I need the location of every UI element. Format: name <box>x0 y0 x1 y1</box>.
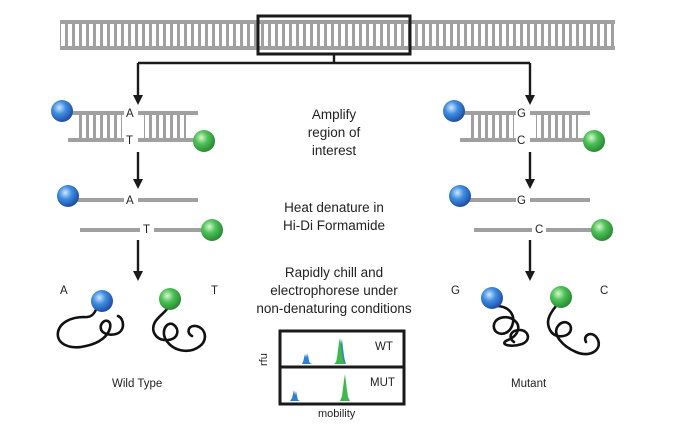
gel-y-axis-label: rfu <box>258 353 270 366</box>
blue-dye-icon <box>91 290 113 312</box>
green-dye-icon <box>550 286 572 308</box>
branch-arrows <box>133 54 535 105</box>
mut-bottom-base: C <box>517 135 526 147</box>
blue-dye-icon <box>57 185 79 207</box>
wt-green-peak <box>334 338 346 364</box>
mut-blue-peak <box>290 390 300 401</box>
green-dye-icon <box>583 130 605 152</box>
blue-dye-icon <box>51 100 73 122</box>
mut-green-peak <box>340 374 350 401</box>
mutant-label: Mutant <box>511 378 547 390</box>
green-dye-icon <box>159 288 181 310</box>
wt-top-base: A <box>60 285 68 297</box>
green-dye-icon <box>193 130 215 152</box>
wt-bottom-base: T <box>126 135 134 147</box>
genomic-dna <box>60 20 615 50</box>
wt-bottom-base: T <box>211 285 219 297</box>
step-denature-label: Heat denature in Hi-Di Formamide <box>282 200 385 233</box>
mut-conformers <box>492 304 601 356</box>
wt-single-strands <box>57 185 223 241</box>
blue-dye-icon <box>481 287 503 309</box>
gel-row-mut-label: MUT <box>370 377 395 389</box>
electropherogram-panel <box>278 329 406 406</box>
mut-top-base: G <box>451 285 460 297</box>
wt-blue-peak <box>302 353 311 364</box>
wt-top-base: A <box>126 195 134 207</box>
green-dye-icon <box>591 219 613 241</box>
step-electrophorese-label: Rapidly chill and electrophorese under n… <box>256 265 412 316</box>
step-amplify-label: Amplify region of interest <box>307 107 361 158</box>
mut-top-base: G <box>517 195 526 207</box>
mut-single-strands <box>449 185 613 241</box>
mut-top-base: G <box>517 108 526 120</box>
gel-row-wt-label: WT <box>375 341 393 353</box>
blue-dye-icon <box>449 185 471 207</box>
wt-conformers <box>56 300 207 353</box>
wt-top-base: A <box>126 108 134 120</box>
mut-bottom-base: C <box>600 285 609 297</box>
wild-type-label: Wild Type <box>112 378 163 390</box>
gel-x-axis-label: mobility <box>318 408 356 420</box>
wt-amplicon <box>51 100 215 152</box>
wt-bottom-base: T <box>143 224 151 236</box>
green-dye-icon <box>201 219 223 241</box>
mut-amplicon <box>443 100 605 152</box>
mut-bottom-base: C <box>535 224 544 236</box>
blue-dye-icon <box>443 100 465 122</box>
